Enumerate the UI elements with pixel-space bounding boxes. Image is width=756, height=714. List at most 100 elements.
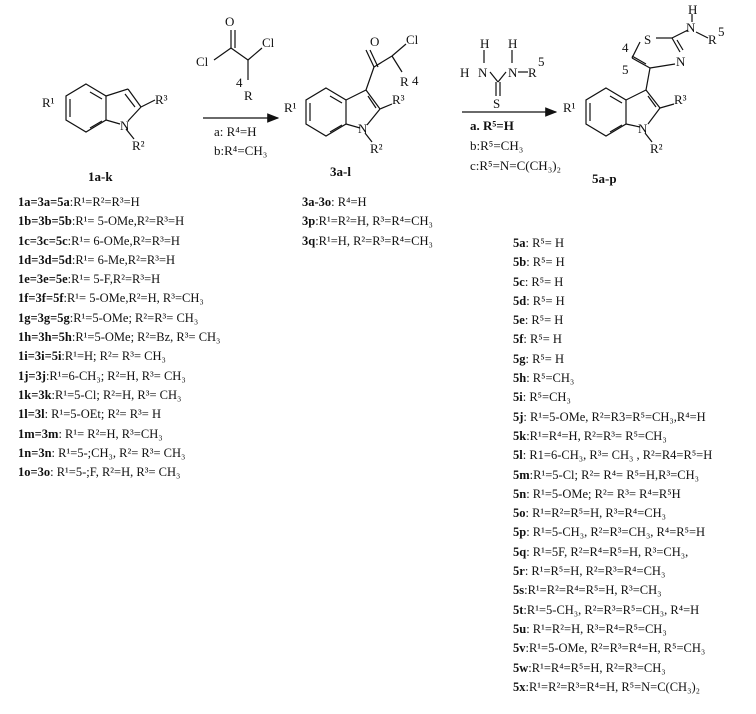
list-item: 3a-3o: R⁴=H bbox=[302, 193, 433, 212]
compound-substituents: : R⁵= H bbox=[524, 274, 564, 289]
compound-id: 1k=3k bbox=[18, 387, 52, 402]
compound-substituents: : R⁴=H bbox=[331, 195, 367, 209]
product-r2: R² bbox=[650, 141, 663, 156]
product-r3: R³ bbox=[674, 92, 687, 107]
product-structure bbox=[585, 14, 709, 143]
int-sup4: 4 bbox=[412, 73, 419, 88]
compound-id: 1c=3c=5c bbox=[18, 233, 68, 248]
list-item: 5m:R¹=5-Cl; R²= R⁴= R⁵=H,R³=CH₃ bbox=[513, 466, 712, 485]
compound-id: 5m bbox=[513, 467, 530, 482]
reagent-r: R bbox=[244, 88, 253, 103]
list-item: 1a=3a=5a:R¹=R²=R³=H bbox=[18, 193, 220, 212]
compound-id: 5r bbox=[513, 564, 525, 579]
thiourea-r5: R bbox=[528, 65, 537, 80]
int-label: 3a-l bbox=[330, 164, 351, 179]
list-item: 5x:R¹=R²=R³=R⁴=H, R⁵=N=C(CH₃)₂ bbox=[513, 678, 712, 697]
compound-substituents: :R¹=5-OMe; R²=R³= CH₃ bbox=[69, 310, 199, 325]
compound-id: 5k bbox=[513, 428, 527, 443]
compound-id: 5l bbox=[513, 448, 523, 463]
compound-substituents: : R⁵= H bbox=[523, 332, 562, 347]
compound-substituents: : R⁵= H bbox=[526, 255, 565, 270]
list-item: 5a: R⁵= H bbox=[513, 234, 712, 253]
list-compounds-3: 3a-3o: R⁴=H 3p:R¹=R²=H, R³=R⁴=CH₃ 3q:R¹=H,… bbox=[302, 193, 433, 251]
compound-id: 3p bbox=[302, 214, 316, 229]
list-item: 1m=3m: R¹= R²=H, R³=CH₃ bbox=[18, 425, 220, 444]
list-item: 5j: R¹=5-OMe, R²=R3=R⁵=CH₃,R⁴=H bbox=[513, 408, 712, 427]
compound-id: 5e bbox=[513, 313, 525, 328]
compound-substituents: : R¹=5-OMe; R²= R³= R⁴=R⁵H bbox=[526, 486, 681, 501]
list-item: 1g=3g=5g:R¹=5-OMe; R²=R³= CH₃ bbox=[18, 309, 220, 328]
list-item: 5p: R¹=5-CH₃, R²=R³=CH₃, R⁴=R⁵=H bbox=[513, 523, 712, 542]
compound-substituents: : R¹=5F, R²=R⁴=R⁵=H, R³=CH₃, bbox=[526, 544, 689, 559]
compound-substituents: :R¹=5-Cl; R²= R⁴= R⁵=H,R³=CH₃ bbox=[529, 467, 699, 482]
thiourea-n1: N bbox=[478, 65, 488, 80]
list-item: 1d=3d=5d:R¹= 6-Me,R²=R³=H bbox=[18, 251, 220, 270]
thiourea-h3: H bbox=[460, 65, 469, 80]
start-r2: R² bbox=[132, 138, 145, 153]
list-item: 1c=3c=5c:R¹= 6-OMe,R²=R³=H bbox=[18, 232, 220, 251]
compound-id: 1m=3m bbox=[18, 426, 59, 441]
compound-id: 5w bbox=[513, 660, 529, 675]
list-item: 3q:R¹=H, R²=R³=R⁴=CH₃ bbox=[302, 232, 433, 251]
list-item: 5i: R⁵=CH₃ bbox=[513, 388, 712, 407]
compound-substituents: :R¹=5-Cl; R²=H, R³= CH₃ bbox=[51, 387, 182, 402]
list-item: 1l=3l: R¹=5-OEt; R²= R³= H bbox=[18, 405, 220, 424]
list-item: 1b=3b=5b:R¹= 5-OMe,R²=R³=H bbox=[18, 212, 220, 231]
thiourea-h2: H bbox=[508, 36, 517, 51]
compound-substituents: : R⁵=CH₃ bbox=[526, 371, 575, 386]
thiourea-h1: H bbox=[480, 36, 489, 51]
list-item: 1j=3j:R¹=6-CH₃; R²=H, R³= CH₃ bbox=[18, 367, 220, 386]
compound-substituents: : R¹= R²=H, R³=CH₃ bbox=[58, 426, 163, 441]
list-item: 1h=3h=5h:R¹=5-OMe; R²=Bz, R³= CH₃ bbox=[18, 328, 220, 347]
compound-substituents: :R¹= 5-OMe,R²=H, R³=CH₃ bbox=[63, 291, 204, 306]
start-indole-structure bbox=[65, 83, 156, 140]
compound-id: 5q bbox=[513, 544, 527, 559]
compound-id: 1a=3a=5a bbox=[18, 195, 70, 209]
compound-substituents: : R¹=5-;F, R²=H, R³= CH₃ bbox=[50, 465, 181, 480]
compound-id: 5b bbox=[513, 255, 527, 270]
reagent-b: b:R⁴=CH₃ bbox=[214, 143, 267, 158]
list-item: 1k=3k:R¹=5-Cl; R²=H, R³= CH₃ bbox=[18, 386, 220, 405]
compound-id: 1f=3f=5f bbox=[18, 291, 64, 306]
compound-substituents: :R¹=R²=R⁴=R⁵=H, R³=CH₃ bbox=[524, 583, 662, 598]
compound-substituents: : R1=6-CH₃, R³= CH₃ , R²=R4=R⁵=H bbox=[522, 448, 713, 463]
list-item: 1f=3f=5f:R¹= 5-OMe,R²=H, R³=CH₃ bbox=[18, 289, 220, 308]
compound-id: 5a bbox=[513, 236, 526, 250]
product-r1: R¹ bbox=[563, 100, 576, 115]
start-r1: R¹ bbox=[42, 95, 55, 110]
compound-substituents: :R¹=5-OMe, R²=R³=R⁴=H, R⁵=CH₃ bbox=[525, 641, 706, 656]
compound-id: 5g bbox=[513, 351, 526, 366]
list-item: 5g: R⁵= H bbox=[513, 350, 712, 369]
cond-c: c:R⁵=N=C(CH₃)₂ bbox=[470, 158, 561, 173]
compound-id: 1e=3e=5e bbox=[18, 272, 68, 287]
int-r4: R bbox=[400, 74, 409, 89]
product-label: 5a-p bbox=[592, 171, 617, 186]
product-locant4: 4 bbox=[622, 40, 629, 55]
compound-substituents: : R¹=5-OEt; R²= R³= H bbox=[44, 407, 162, 422]
thiourea-n2: N bbox=[508, 65, 518, 80]
chloroacetyl-chloride-structure bbox=[213, 30, 263, 80]
compound-id: 5o bbox=[513, 506, 526, 521]
reagent-locant: 4 bbox=[236, 75, 243, 90]
reagent-a: a: R⁴=H bbox=[214, 124, 257, 139]
compound-id: 5x bbox=[513, 679, 526, 694]
compound-substituents: :R¹=H, R²=R³=R⁴=CH₃ bbox=[315, 233, 433, 248]
compound-substituents: : R¹=R²=H, R³=R⁴=R⁵=CH₃ bbox=[526, 621, 667, 636]
compound-substituents: : R⁵= H bbox=[526, 293, 565, 308]
thiourea-structure bbox=[483, 50, 528, 96]
reagent-o: O bbox=[225, 14, 234, 29]
compound-substituents: :R¹=R²=H, R³=R⁴=CH₃ bbox=[315, 214, 433, 229]
int-r2: R² bbox=[370, 141, 383, 156]
list-item: 5o: R¹=R²=R⁵=H, R³=R⁴=CH₃ bbox=[513, 504, 712, 523]
compound-id: 5t bbox=[513, 602, 524, 617]
list-item: 5d: R⁵= H bbox=[513, 292, 712, 311]
product-n-ring: N bbox=[676, 54, 686, 69]
list-item: 5e: R⁵= H bbox=[513, 311, 712, 330]
start-r3: R³ bbox=[155, 92, 168, 107]
int-n: N bbox=[358, 121, 368, 136]
compound-substituents: :R¹=R²=R³=H bbox=[69, 195, 140, 209]
compound-id: 5s bbox=[513, 583, 525, 598]
